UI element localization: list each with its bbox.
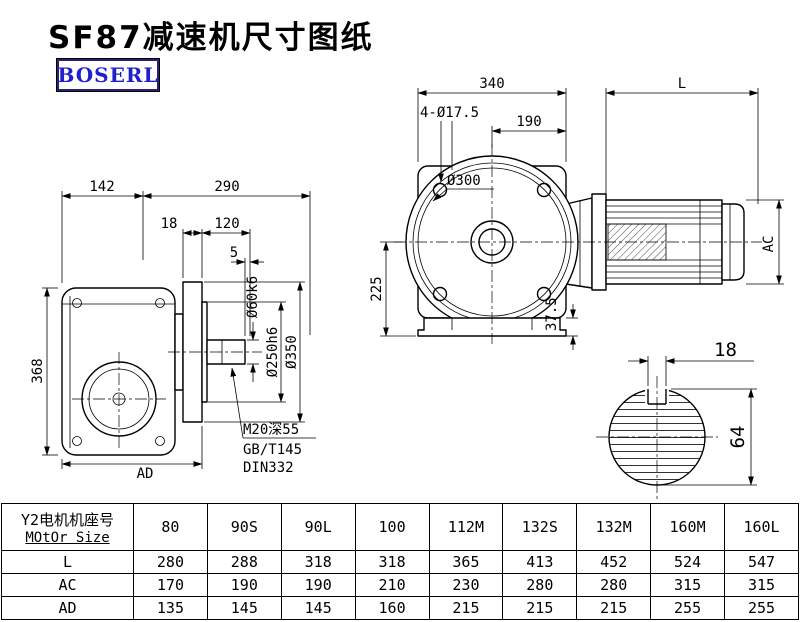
- cell-L: 547: [724, 550, 799, 574]
- gearbox-housing: [61, 287, 176, 456]
- cell-L: 452: [576, 550, 652, 574]
- cell-L: 318: [354, 550, 430, 574]
- table-row-L: L 280 288 318 318 365 413 452 524 547: [1, 550, 799, 574]
- size-col-header: 160M: [650, 503, 725, 551]
- size-col-header: 132S: [502, 503, 578, 551]
- cell-AC: 315: [650, 573, 725, 597]
- dim-37-5: 37.5: [544, 297, 560, 331]
- dim-225: 225: [369, 276, 385, 301]
- bolt-hole: [432, 286, 448, 302]
- dim-bolt-circle: Ø300: [447, 173, 481, 189]
- size-col-header: 90S: [206, 503, 282, 551]
- logo-text: BOSERL: [57, 63, 159, 87]
- table-corner-cell: Y2电机机座号 MOtOr Size: [1, 503, 134, 551]
- note-tap: M20深55: [243, 422, 299, 438]
- cell-AD: 160: [354, 596, 430, 620]
- table-header-row: Y2电机机座号 MOtOr Size 80 90S 90L 100 112M 1…: [1, 503, 799, 551]
- table-row-AD: AD 135 145 145 160 215 215 215 255 255: [1, 596, 799, 620]
- cell-AC: 190: [206, 573, 282, 597]
- boserl-logo: BOSERL: [57, 59, 159, 91]
- cell-AD: 215: [576, 596, 652, 620]
- cell-L: 365: [428, 550, 504, 574]
- side-view: 142 290 18 120 5 368 Ø60k6: [30, 179, 316, 482]
- cell-AD: 145: [280, 596, 356, 620]
- dim-shaft-dia: Ø60k6: [245, 276, 261, 318]
- dim-18: 18: [161, 216, 178, 232]
- cell-AD: 215: [502, 596, 578, 620]
- dim-5: 5: [230, 245, 238, 261]
- motor-size-label-cn: Y2电机机座号: [20, 510, 115, 529]
- cell-AC: 170: [133, 573, 208, 597]
- cell-AC: 230: [428, 573, 504, 597]
- note-gb: GB/T145: [243, 442, 302, 458]
- cell-AD: 255: [724, 596, 799, 620]
- dim-spigot-dia: Ø250h6: [265, 327, 281, 378]
- dim-64: 64: [727, 426, 749, 449]
- shaft-section-detail: 18 64: [596, 339, 757, 500]
- dim-bolt-holes: 4-Ø17.5: [420, 105, 479, 121]
- size-col-header: 160L: [724, 503, 799, 551]
- dim-120: 120: [214, 216, 239, 232]
- dim-368: 368: [30, 358, 46, 383]
- cell-L: 288: [206, 550, 282, 574]
- cell-L: 280: [133, 550, 208, 574]
- motor-size-label-en: MOtOr Size: [25, 529, 110, 546]
- dim-flange-dia: Ø350: [284, 335, 300, 369]
- cell-AC: 210: [354, 573, 430, 597]
- cell-L: 413: [502, 550, 578, 574]
- dim-290: 290: [214, 179, 239, 195]
- cell-AC: 190: [280, 573, 356, 597]
- size-col-header: 90L: [280, 503, 356, 551]
- table-row-AC: AC 170 190 190 210 230 280 280 315 315: [1, 573, 799, 597]
- cell-L: 318: [280, 550, 356, 574]
- cell-AC: 280: [576, 573, 652, 597]
- motor-size-table: Y2电机机座号 MOtOr Size 80 90S 90L 100 112M 1…: [1, 503, 799, 620]
- cell-AC: 280: [502, 573, 578, 597]
- technical-drawing: 142 290 18 120 5 368 Ø60k6: [30, 76, 784, 500]
- size-col-header: 80: [133, 503, 208, 551]
- cell-AD: 135: [133, 596, 208, 620]
- dim-AD: AD: [137, 466, 154, 482]
- row-label-AC: AC: [1, 573, 134, 597]
- dim-190: 190: [516, 114, 541, 130]
- note-din: DIN332: [243, 460, 294, 476]
- dim-L: L: [678, 76, 686, 92]
- dim-340: 340: [479, 76, 504, 92]
- row-label-AD: AD: [1, 596, 134, 620]
- cell-AD: 215: [428, 596, 504, 620]
- size-col-header: 132M: [576, 503, 652, 551]
- size-col-header: 100: [354, 503, 430, 551]
- cell-AD: 145: [206, 596, 282, 620]
- page-title: SF87减速机尺寸图纸: [48, 20, 374, 56]
- cell-AD: 255: [650, 596, 725, 620]
- bolt-hole: [536, 286, 552, 302]
- cell-AC: 315: [724, 573, 799, 597]
- cell-L: 524: [650, 550, 725, 574]
- size-col-header: 112M: [428, 503, 504, 551]
- bolt-hole: [536, 182, 552, 198]
- dim-AC: AC: [761, 236, 777, 253]
- dim-142: 142: [89, 179, 114, 195]
- row-label-L: L: [1, 550, 134, 574]
- dim-key-18: 18: [714, 339, 737, 361]
- front-view: 340 L 190 4-Ø17.5 Ø300 225: [369, 76, 784, 350]
